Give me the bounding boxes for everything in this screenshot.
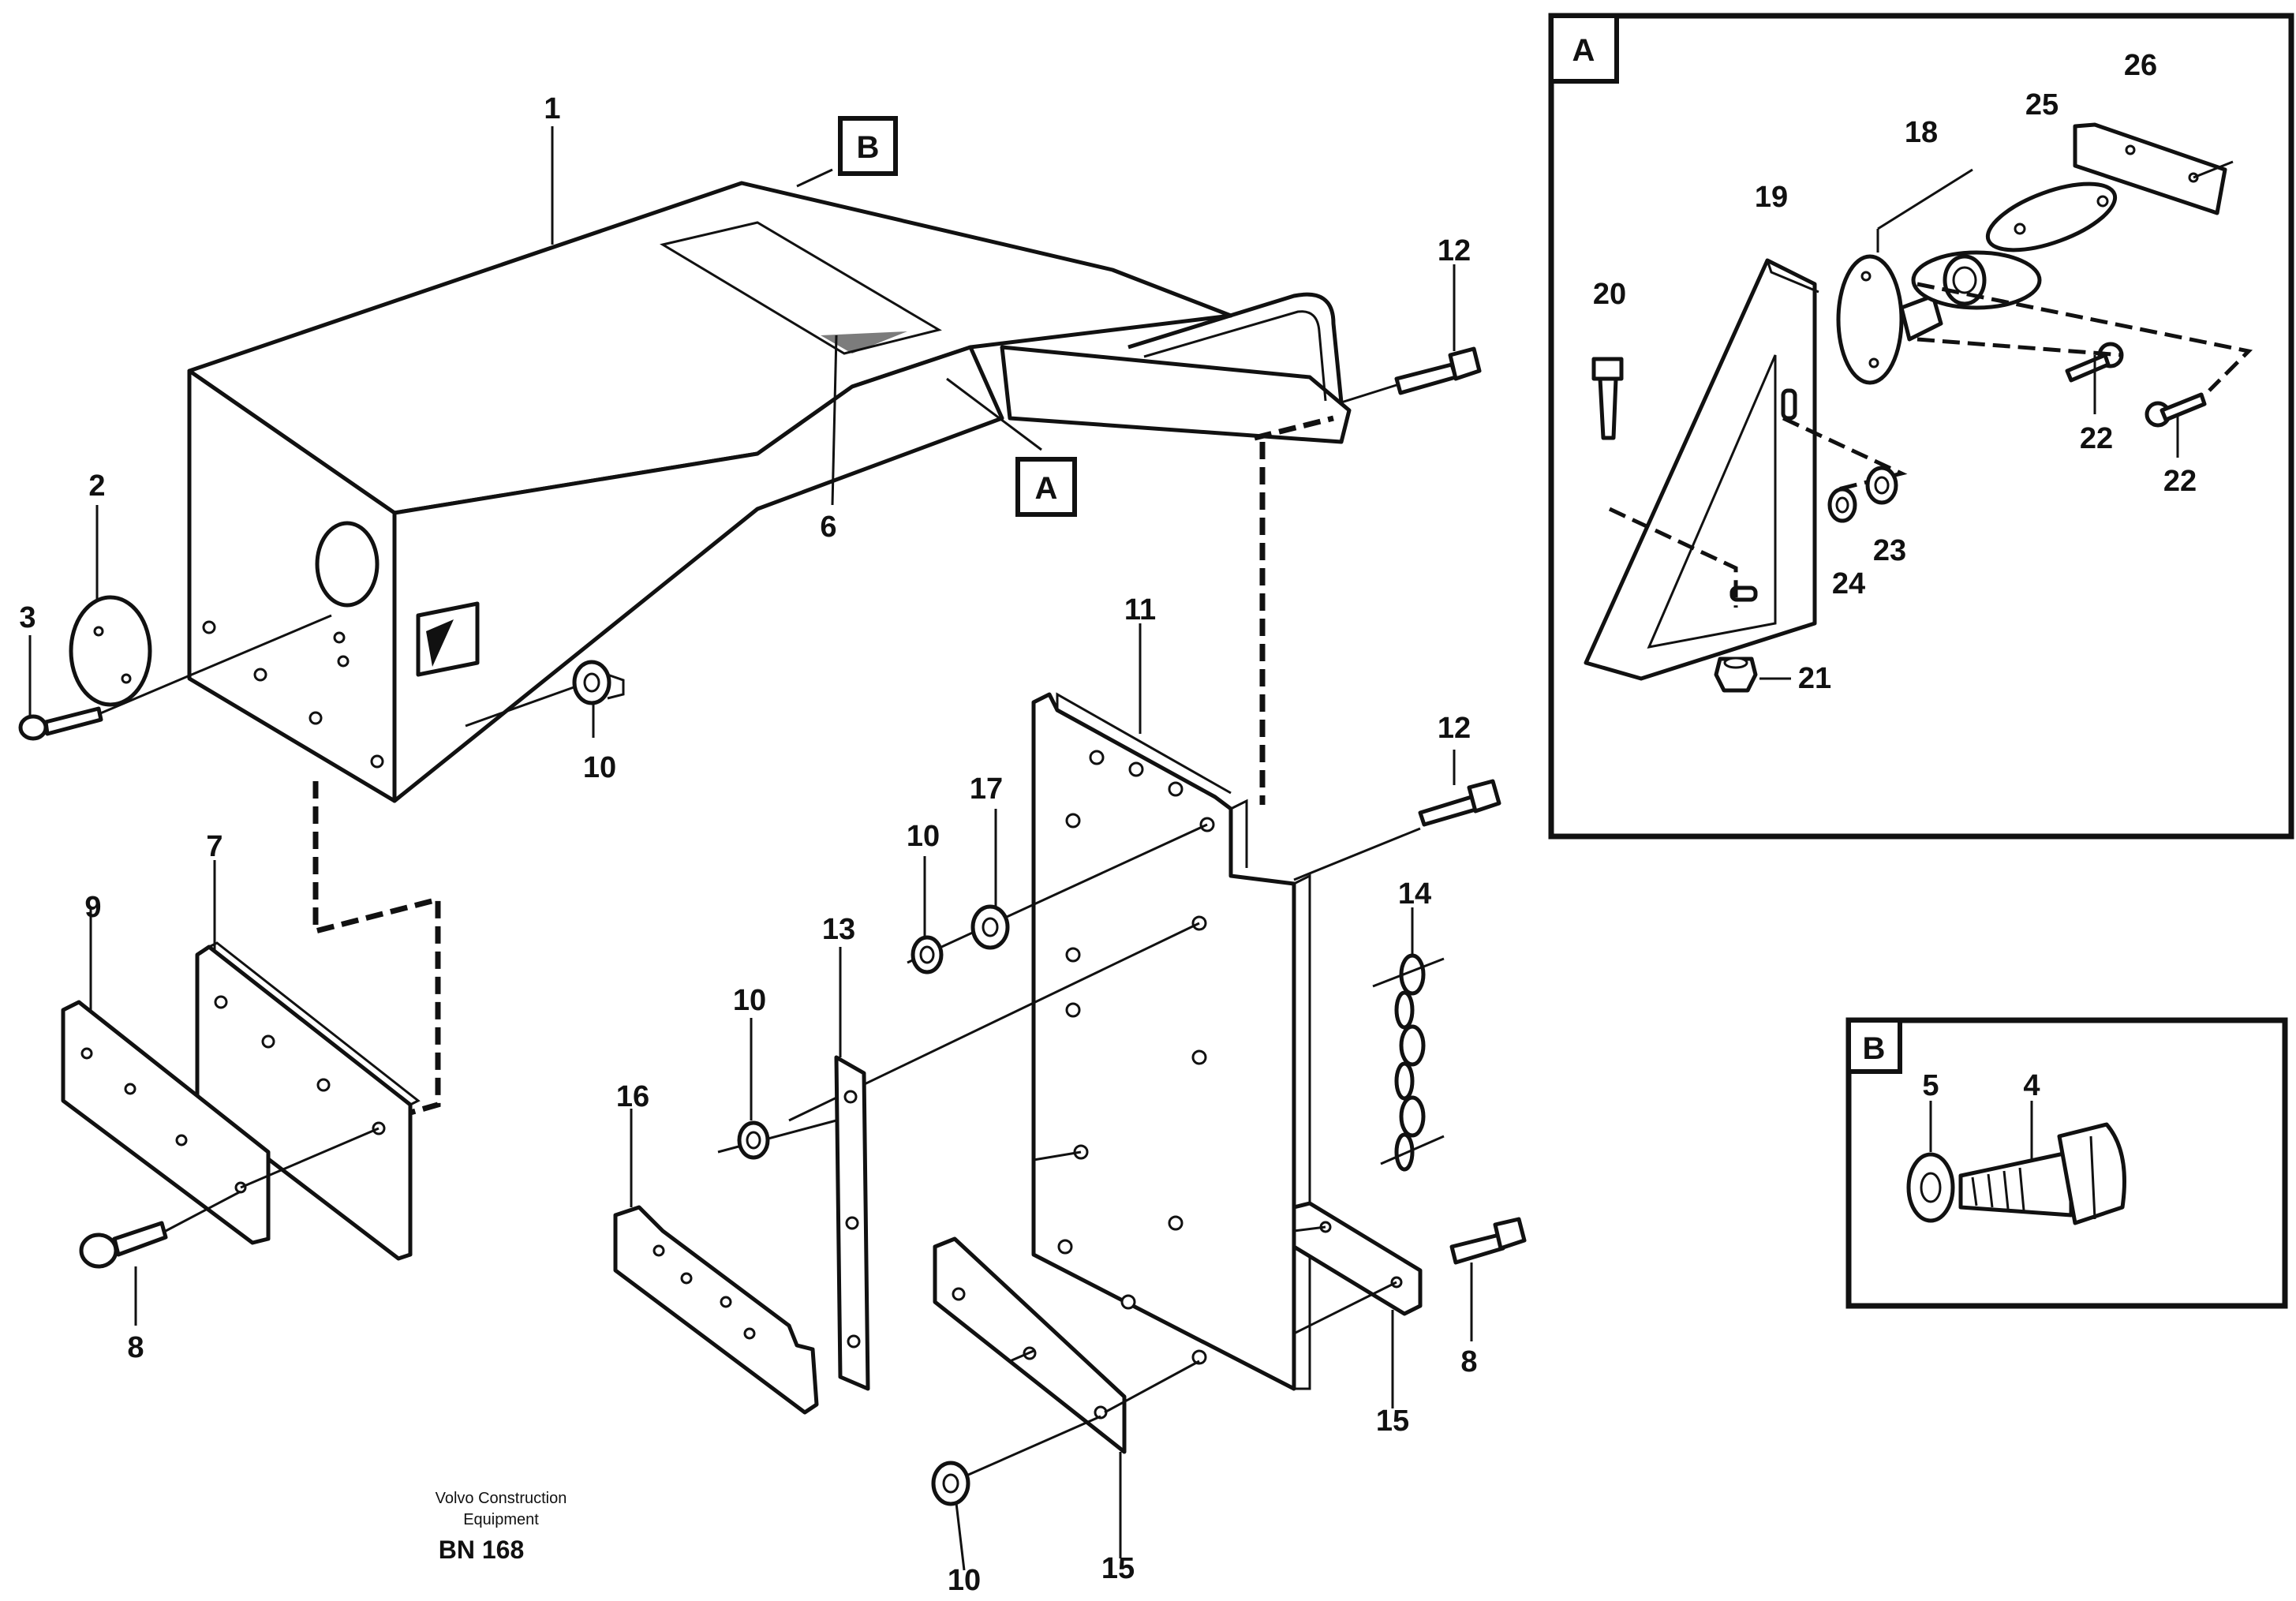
view-marker-a-letter: A bbox=[1035, 471, 1058, 506]
part-15-strip-right bbox=[1292, 1201, 1423, 1316]
view-marker-a: A bbox=[1015, 457, 1077, 517]
part-10-nut-middle bbox=[911, 935, 944, 974]
part-1-housing bbox=[187, 181, 1352, 803]
callout-22-upper: 22 bbox=[2080, 422, 2113, 455]
part-2-cover-disc bbox=[69, 595, 152, 707]
part-24-nut bbox=[1827, 487, 1857, 523]
callout-10-middle: 10 bbox=[907, 820, 940, 853]
callout-2: 2 bbox=[88, 469, 105, 503]
part-26-plate bbox=[2073, 122, 2227, 215]
callout-numbers: 1 2 3 6 10 12 12 11 17 10 14 13 10 16 7 … bbox=[19, 49, 2197, 1597]
callout-8-right: 8 bbox=[1460, 1345, 1477, 1378]
footer-block: Volvo Construction Equipment BN 168 bbox=[436, 1490, 567, 1564]
part-18-flange bbox=[1836, 250, 2042, 385]
part-22-screw-lower bbox=[2145, 392, 2207, 428]
part-12-bolt-lower bbox=[1418, 779, 1501, 827]
detail-b-letter: B bbox=[1863, 1031, 1886, 1066]
detail-view-b: B bbox=[1845, 1017, 2288, 1309]
callout-4: 4 bbox=[2023, 1069, 2040, 1102]
part-17-washer bbox=[970, 904, 1010, 950]
part-12-bolt-upper bbox=[1394, 346, 1482, 395]
part-8-bolt-right bbox=[1449, 1217, 1527, 1265]
callout-1: 1 bbox=[544, 92, 560, 125]
part-5-washer bbox=[1906, 1152, 1955, 1223]
callout-12-lower: 12 bbox=[1438, 712, 1471, 745]
callout-19: 19 bbox=[1755, 181, 1788, 214]
part-25-gasket bbox=[1985, 181, 2118, 252]
drawing-code: BN 168 bbox=[439, 1536, 525, 1564]
part-23-washer bbox=[1865, 466, 1898, 505]
callout-15-lower: 15 bbox=[1101, 1552, 1135, 1585]
callout-18: 18 bbox=[1905, 116, 1938, 149]
part-10-nut-bottom bbox=[931, 1461, 970, 1506]
detail-view-a: A bbox=[1548, 13, 2294, 840]
part-10-nut-lower-left bbox=[737, 1120, 770, 1160]
part-8-bolt-left bbox=[79, 1221, 168, 1269]
part-15-strip-lower bbox=[933, 1236, 1127, 1454]
company-name-line1: Volvo Construction bbox=[436, 1490, 567, 1507]
part-9-strip bbox=[61, 1000, 271, 1245]
callout-15-right: 15 bbox=[1376, 1405, 1409, 1438]
callout-12-upper: 12 bbox=[1438, 234, 1471, 267]
callout-10-left: 10 bbox=[733, 984, 766, 1017]
callout-7: 7 bbox=[206, 830, 222, 863]
part-4-bolt bbox=[1958, 1122, 2126, 1225]
callout-17: 17 bbox=[970, 772, 1003, 806]
callout-leaders bbox=[28, 126, 1473, 1571]
callout-14: 14 bbox=[1398, 877, 1431, 911]
part-14-chain bbox=[1372, 953, 1445, 1172]
part-3-screw bbox=[18, 706, 103, 741]
part-20-bolt bbox=[1591, 357, 1624, 440]
callout-3: 3 bbox=[19, 601, 36, 634]
callout-16: 16 bbox=[616, 1080, 649, 1113]
part-21-nut bbox=[1714, 656, 1758, 693]
callout-20: 20 bbox=[1593, 278, 1626, 311]
callout-22-lower: 22 bbox=[2163, 465, 2197, 498]
callout-6: 6 bbox=[820, 511, 836, 544]
part-13-strip bbox=[834, 1055, 870, 1391]
view-marker-b: B bbox=[838, 116, 898, 176]
callout-10-upper: 10 bbox=[583, 751, 616, 784]
callout-26: 26 bbox=[2124, 49, 2157, 82]
callout-23: 23 bbox=[1873, 534, 1906, 567]
callout-13: 13 bbox=[822, 913, 855, 946]
part-10-nut-upper bbox=[572, 660, 625, 705]
callout-8-left: 8 bbox=[127, 1331, 144, 1364]
callout-10-bottom: 10 bbox=[948, 1564, 981, 1597]
callout-9: 9 bbox=[84, 891, 101, 924]
part-16-bracket bbox=[613, 1205, 819, 1415]
part-11-mounting-plate bbox=[1031, 692, 1311, 1391]
callout-24: 24 bbox=[1832, 567, 1865, 600]
callout-5: 5 bbox=[1922, 1069, 1939, 1102]
callout-25: 25 bbox=[2025, 88, 2059, 122]
callout-11: 11 bbox=[1124, 593, 1156, 627]
company-name-line2: Equipment bbox=[463, 1511, 539, 1528]
callout-21: 21 bbox=[1798, 662, 1831, 695]
detail-a-letter: A bbox=[1572, 33, 1595, 68]
view-marker-b-letter: B bbox=[857, 130, 880, 165]
